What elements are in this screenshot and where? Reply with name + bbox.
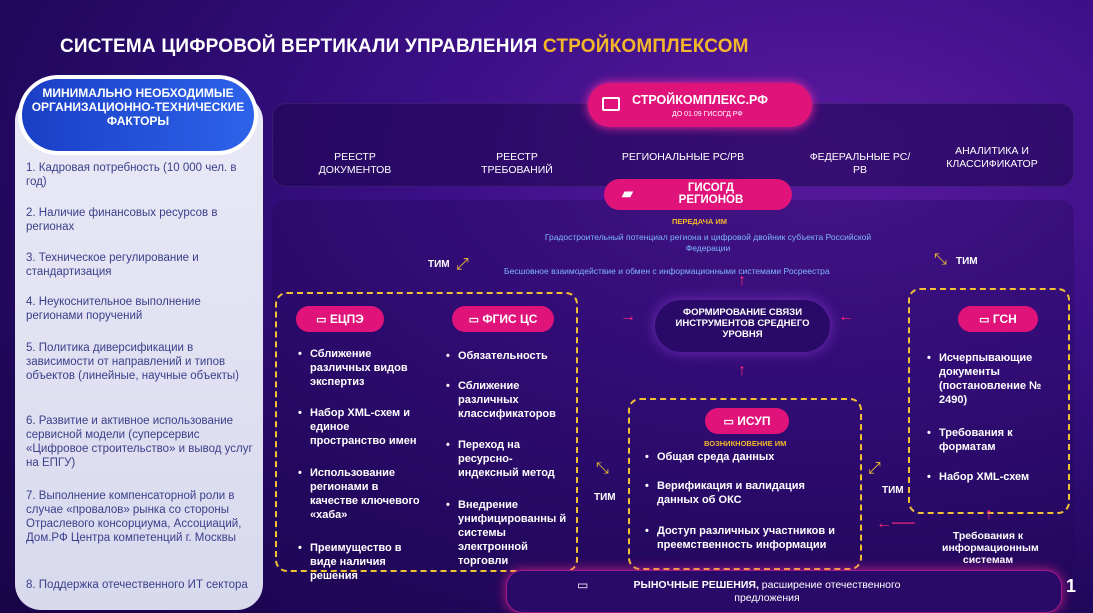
isup-pill: ▭ ИСУП: [705, 408, 789, 434]
transfer-bullet-1: Градостроительный потенциал региона и ци…: [544, 232, 872, 253]
double-arrow-icon: ⤡: [596, 460, 609, 477]
monitor-icon: ▭: [723, 416, 734, 428]
arrow-right-icon: →: [620, 308, 636, 325]
gsn-pill: ▭ ГСН: [958, 306, 1038, 332]
page-number: 1: [1066, 576, 1077, 596]
transfer-label: ПЕРЕДАЧА ИМ: [672, 217, 727, 226]
monitor-icon: ▭: [979, 314, 990, 326]
factor-item: 6. Развитие и активное использование сер…: [26, 415, 253, 469]
isup-item: Общая среда данных: [645, 450, 847, 464]
gsn-group: [908, 288, 1070, 514]
ecpe-item: Использование регионами в качестве ключе…: [298, 466, 422, 522]
factor-item: 1. Кадровая потребность (10 000 чел. в г…: [26, 162, 237, 188]
russia-map-icon: ▰: [622, 185, 633, 201]
arrow-left-icon: ←──: [876, 515, 915, 532]
gsn-item: Набор XML-схем: [927, 470, 1059, 484]
registry-requirements: РЕЕСТР ТРЕБОВАНИЙ: [481, 151, 553, 176]
ecpe-item: Преимущество в виде наличия решения: [298, 541, 422, 583]
isup-label: ВОЗНИКНОВЕНИЕ ИМ: [704, 439, 787, 448]
registry-documents: РЕЕСТР ДОКУМЕНТОВ: [318, 151, 392, 176]
market-solutions: ▭ РЫНОЧНЫЕ РЕШЕНИЯ, расширение отечестве…: [506, 570, 1062, 613]
factor-item: 7. Выполнение компенсаторной роли в случ…: [26, 490, 242, 544]
regional-rs: РЕГИОНАЛЬНЫЕ РС/РВ: [621, 151, 745, 163]
fgis-pill: ▭ ФГИС ЦС: [452, 306, 554, 332]
factor-item: 5. Политика диверсификации в зависимости…: [26, 342, 239, 382]
page-title: СИСТЕМА ЦИФРОВОЙ ВЕРТИКАЛИ УПРАВЛЕНИЯ СТ…: [60, 36, 749, 57]
factor-item: 4. Неукоснительное выполнение регионами …: [26, 296, 201, 322]
fgis-item: Сближение различных классификаторов: [446, 379, 574, 421]
isup-item: Доступ различных участников и преемствен…: [645, 524, 857, 552]
tim-label: ТИМ: [594, 492, 616, 503]
arrow-left-icon: ←: [838, 308, 854, 325]
arrow-up-icon: ↑: [738, 362, 746, 379]
isup-item: Верификация и валидация данных об ОКС: [645, 479, 847, 507]
factor-item: 2. Наличие финансовых ресурсов в региона…: [26, 207, 218, 233]
monitor-icon: ▭: [468, 314, 479, 326]
monitor-icon: ▭: [316, 314, 327, 326]
stroykompleks-pill: СТРОЙКОМПЛЕКС.РФ ДО 01.09 ГИСОГД РФ: [588, 83, 812, 127]
gsn-item: Требования к форматам: [927, 426, 1059, 454]
transfer-bullet-2: Бесшовное взаимодействие и обмен с инфор…: [504, 266, 830, 276]
analytics-classifier: АНАЛИТИКА И КЛАССИФИКАТОР: [946, 145, 1038, 170]
tim-label: ТИМ: [428, 259, 450, 270]
ecpe-item: Набор XML-схем и единое пространство име…: [298, 406, 428, 448]
gisogd-pill: ▰ ГИСОГД РЕГИОНОВ: [604, 179, 792, 210]
monitor-icon: ▭: [577, 578, 589, 592]
ecpe-fgis-group: [275, 292, 578, 572]
arrow-up-icon: ↑: [985, 506, 993, 523]
factor-item: 3. Техническое регулирование и стандарти…: [26, 252, 199, 278]
tim-label: ТИМ: [956, 256, 978, 267]
factor-item: 8. Поддержка отечественного ИТ сектора: [26, 579, 248, 591]
monitor-icon: [602, 97, 620, 111]
ecpe-item: Сближение различных видов экспертиз: [298, 347, 422, 389]
ecpe-pill: ▭ ЕЦПЭ: [296, 306, 384, 332]
center-node: ФОРМИРОВАНИЕ СВЯЗИ ИНСТРУМЕНТОВ СРЕДНЕГО…: [655, 300, 830, 352]
double-arrow-icon: ⤢: [868, 460, 881, 477]
double-arrow-icon: ⤡: [934, 251, 947, 268]
fgis-item: Обязательность: [446, 349, 570, 363]
factors-panel: [15, 95, 263, 610]
federal-rs: ФЕДЕРАЛЬНЫЕ РС/РВ: [809, 151, 911, 176]
factors-header: МИНИМАЛЬНО НЕОБХОДИМЫЕ ОРГАНИЗАЦИОННО-ТЕ…: [22, 79, 254, 151]
gsn-item: Исчерпывающие документы (постановление №…: [927, 351, 1059, 407]
arrow-up-icon: ↑: [738, 272, 746, 289]
double-arrow-icon: ⤢: [456, 256, 469, 273]
fgis-item: Переход на ресурсно-индексный метод: [446, 438, 570, 480]
requirements-label: Требования к информационным системам: [942, 530, 1039, 566]
tim-label: ТИМ: [882, 485, 904, 496]
isup-group: [628, 398, 862, 570]
fgis-item: Внедрение унифицированны й системы элект…: [446, 498, 572, 568]
